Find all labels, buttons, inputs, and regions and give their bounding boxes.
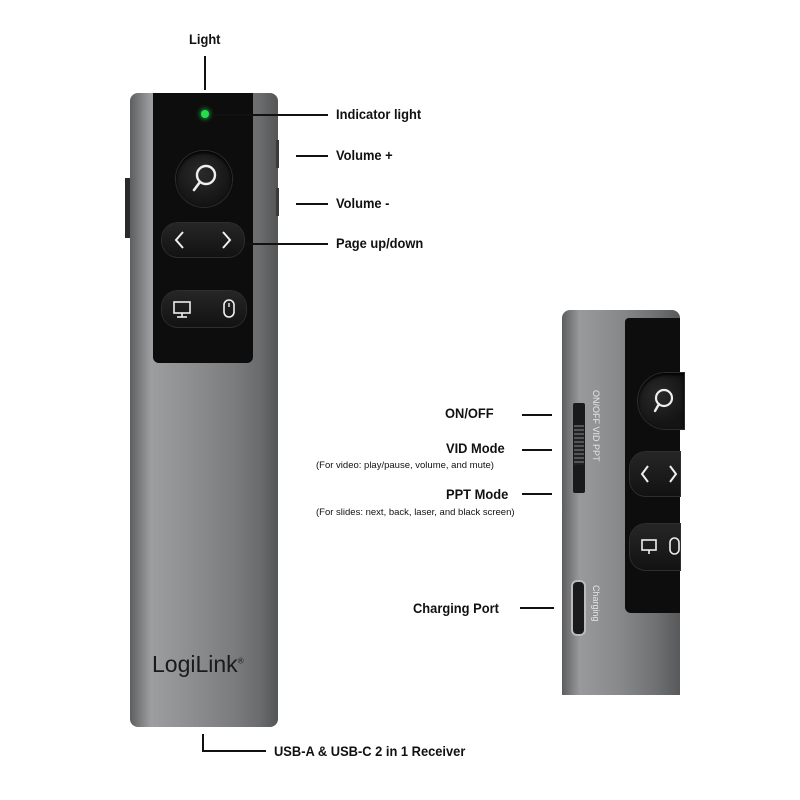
label-ppt-mode: PPT Mode [446, 486, 509, 502]
label-page-updown: Page up/down [336, 235, 424, 251]
label-charging-port: Charging Port [413, 600, 499, 616]
leader-line-on-off [522, 414, 552, 416]
mode-switch-side[interactable] [125, 178, 130, 238]
side-page-button[interactable] [630, 452, 680, 496]
leader-line-indicator [212, 114, 328, 116]
monitor-icon [173, 301, 191, 318]
side-spotlight-button[interactable] [638, 373, 684, 429]
leader-line-volume-down [296, 203, 328, 205]
leader-line-receiver-h [202, 750, 266, 752]
label-volume-down: Volume - [336, 195, 390, 211]
charging-engraving: Charging [591, 585, 601, 622]
magnifier-icon [653, 388, 674, 413]
leader-line-receiver-v [202, 734, 204, 752]
usb-c-port [571, 580, 586, 636]
label-indicator-light: Indicator light [336, 106, 422, 122]
ppt-mode-description: (For slides: next, back, laser, and blac… [316, 507, 515, 518]
volume-down-key[interactable] [276, 188, 279, 216]
volume-up-key[interactable] [276, 140, 279, 168]
leader-line-vid [522, 449, 552, 451]
magnifier-icon [192, 164, 217, 192]
screen-mouse-button[interactable] [162, 291, 246, 327]
chevron-right-icon [669, 465, 678, 483]
chevron-left-icon [174, 231, 184, 249]
mouse-icon [223, 299, 235, 318]
leader-line-ppt [522, 493, 552, 495]
chevron-left-icon [640, 465, 649, 483]
side-screen-mouse-button[interactable] [630, 524, 680, 570]
label-light: Light [189, 31, 221, 47]
label-vid-mode: VID Mode [446, 440, 505, 456]
leader-line-charging [520, 607, 554, 609]
switch-engraving: ON/OFF VID PPT [591, 390, 601, 462]
spotlight-button[interactable] [176, 151, 232, 207]
mouse-icon [669, 537, 680, 555]
page-updown-button[interactable] [162, 223, 244, 257]
indicator-led [201, 110, 209, 118]
monitor-icon [641, 539, 657, 554]
brand-logo: LogiLink® [152, 651, 244, 677]
leader-line-volume-up [296, 155, 328, 157]
label-on-off: ON/OFF [445, 405, 494, 421]
leader-line-light [204, 56, 206, 90]
label-receiver: USB-A & USB-C 2 in 1 Receiver [274, 743, 466, 759]
leader-line-page [246, 243, 328, 245]
chevron-right-icon [222, 231, 232, 249]
label-volume-up: Volume + [336, 147, 393, 163]
mode-switch-knob[interactable] [574, 425, 584, 465]
vid-mode-description: (For video: play/pause, volume, and mute… [316, 460, 494, 471]
